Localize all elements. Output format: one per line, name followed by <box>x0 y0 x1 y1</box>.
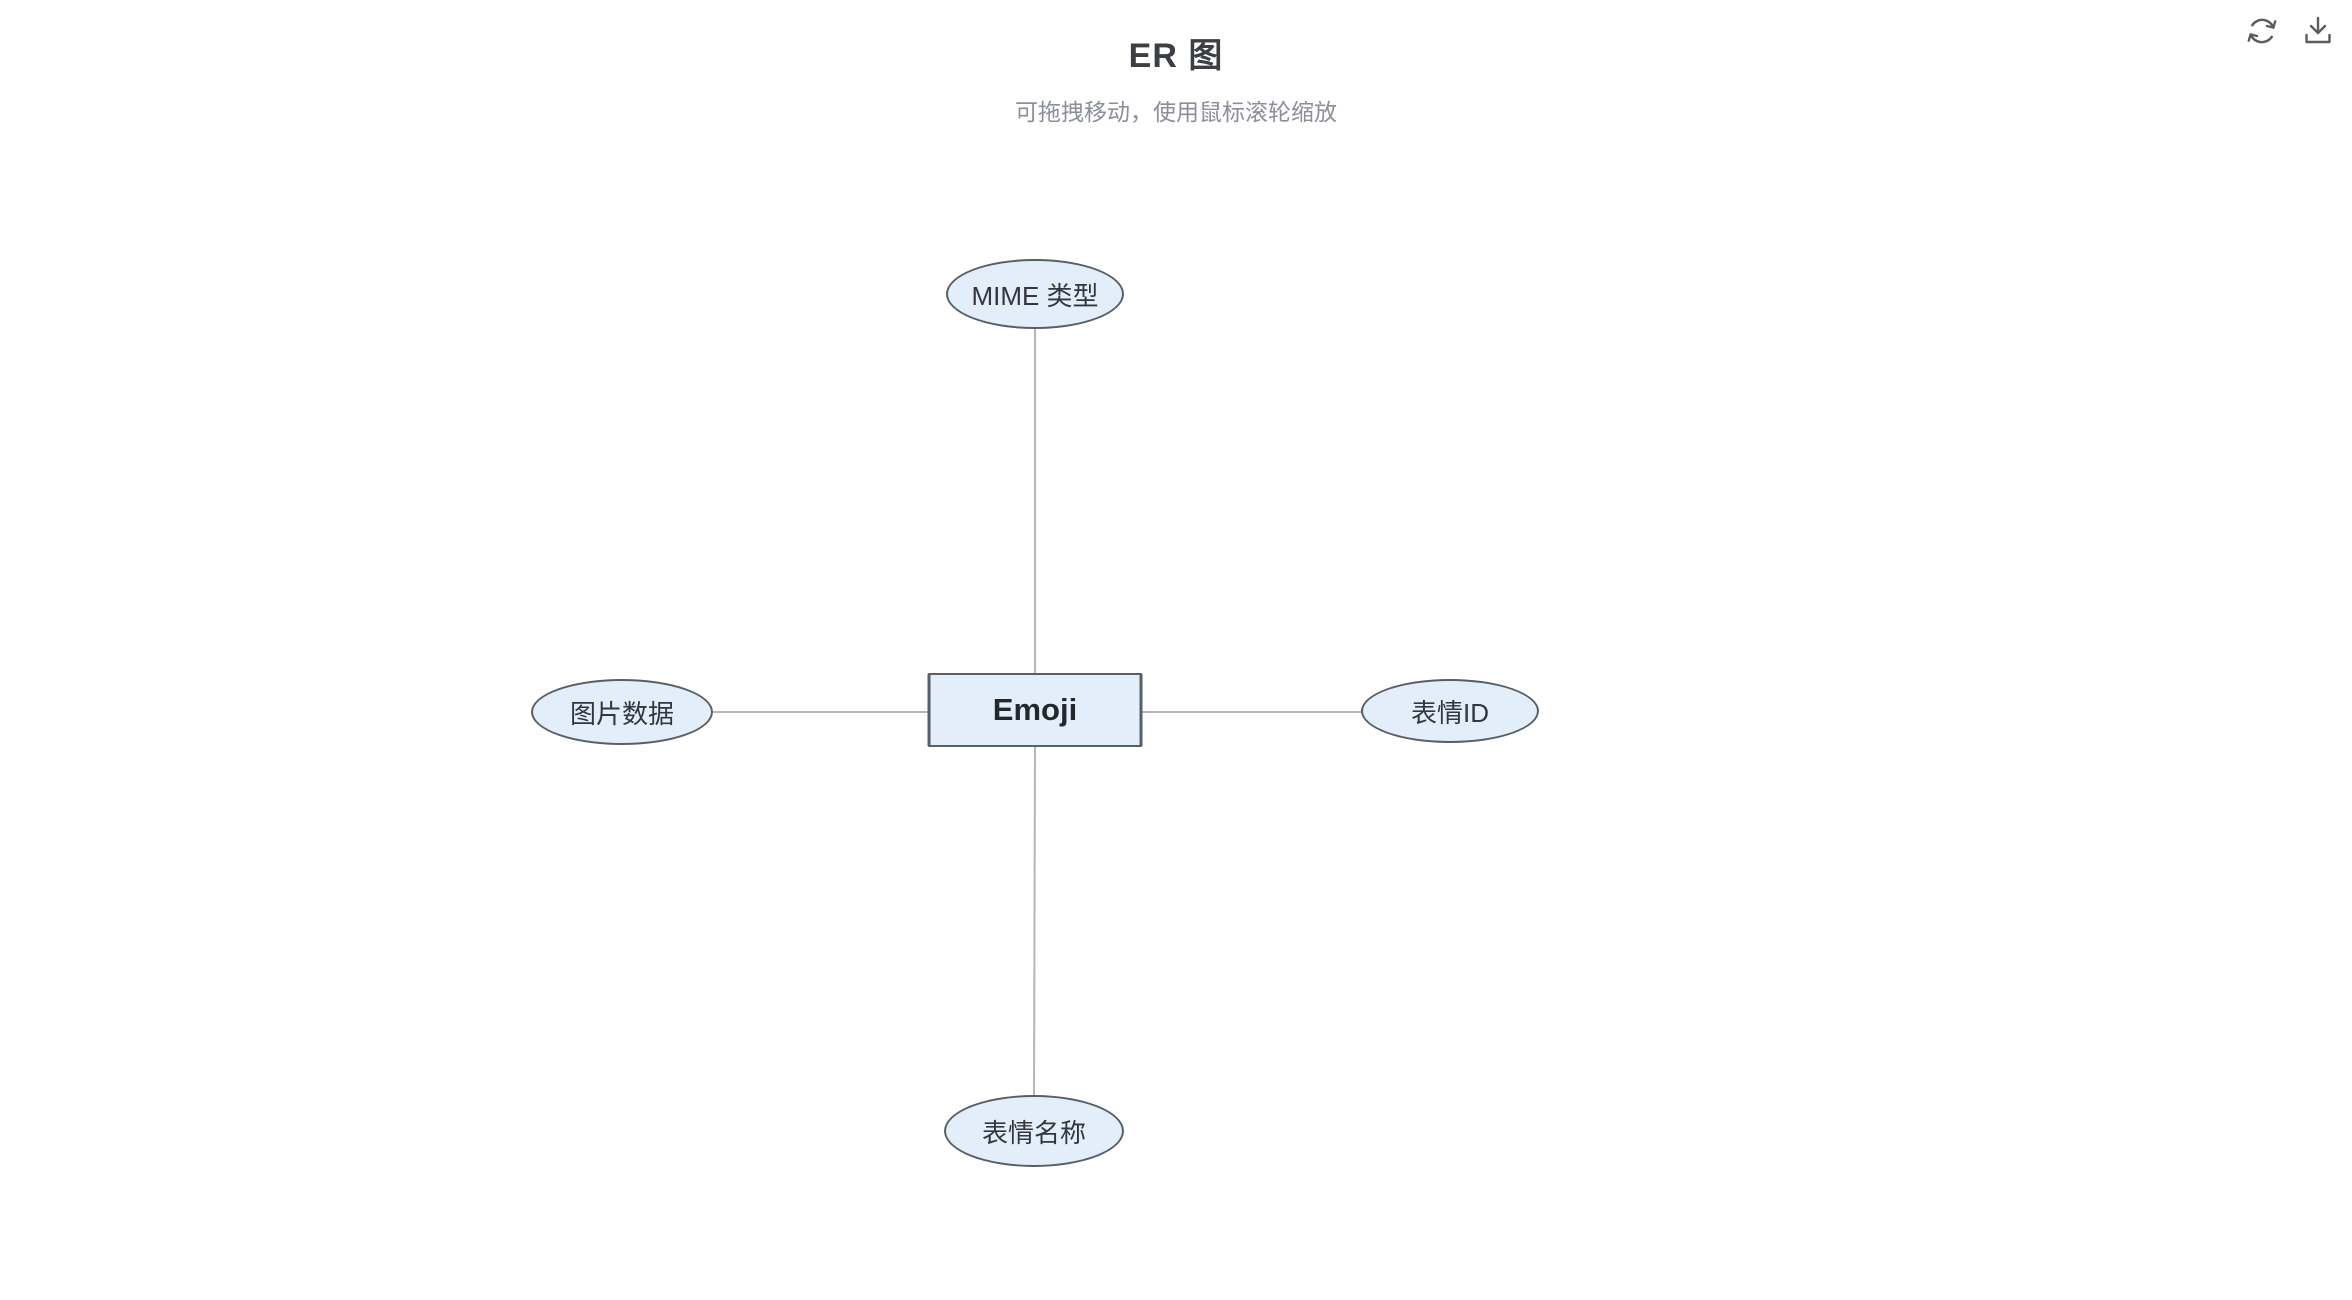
attribute-label: 图片数据 <box>569 698 674 729</box>
attribute-node-emoji-name[interactable]: 表情名称 <box>944 1095 1124 1167</box>
attribute-label: 表情ID <box>1410 697 1489 728</box>
download-icon <box>2299 12 2337 53</box>
refresh-icon <box>2243 12 2281 53</box>
toolbar <box>2242 12 2338 52</box>
edge-emoji-emoji-name <box>1033 746 1036 1097</box>
attribute-node-mime-type[interactable]: MIME 类型 <box>946 259 1124 329</box>
download-button[interactable] <box>2298 12 2338 52</box>
entity-node-emoji[interactable]: Emoji <box>927 673 1143 747</box>
entity-label: Emoji <box>992 692 1078 727</box>
attribute-node-emoji-id[interactable]: 表情ID <box>1361 679 1539 743</box>
refresh-button[interactable] <box>2242 12 2282 52</box>
attribute-label: 表情名称 <box>981 1117 1086 1148</box>
attribute-label: MIME 类型 <box>971 280 1099 311</box>
attribute-node-image-data[interactable]: 图片数据 <box>531 679 713 745</box>
